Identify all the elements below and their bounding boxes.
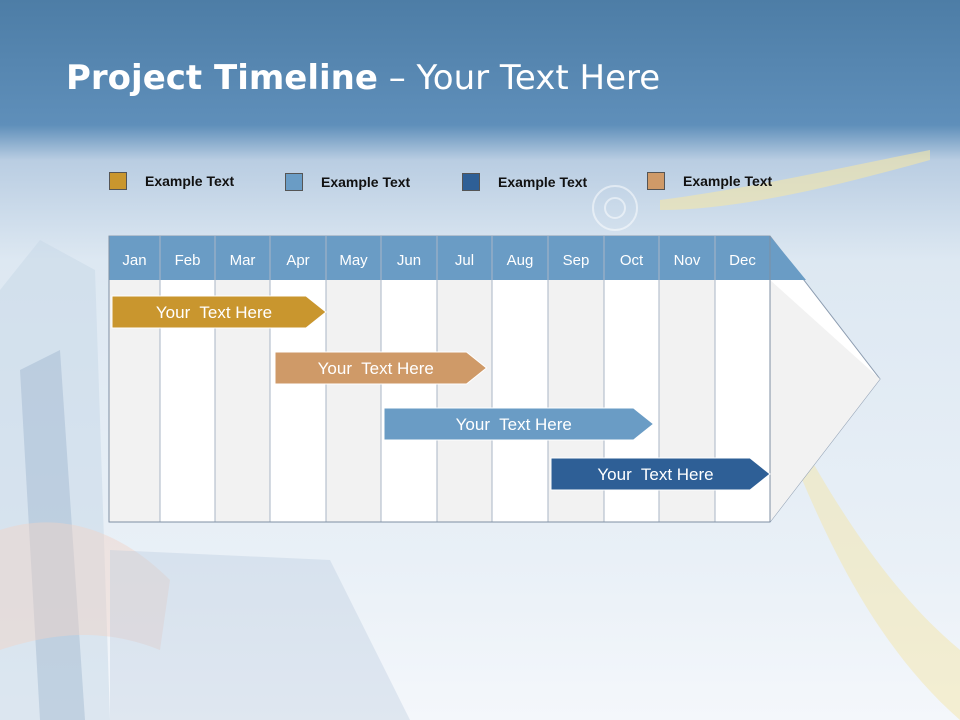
legend-swatch-2 <box>285 173 303 191</box>
task-label-1: Your Text Here <box>156 303 272 322</box>
month-header-band <box>109 236 770 280</box>
task-bar-2 <box>274 351 488 385</box>
month-label-mar: Mar <box>230 252 256 269</box>
month-column-jul <box>437 280 492 522</box>
month-column-jun <box>381 280 437 522</box>
month-label-aug: Aug <box>507 252 534 269</box>
task-bar-4 <box>550 457 771 491</box>
slide-title: Project Timeline – Your Text Here <box>66 58 660 98</box>
legend-label-1: Example Text <box>145 173 235 189</box>
month-label-oct: Oct <box>620 252 644 269</box>
month-label-nov: Nov <box>674 252 701 269</box>
month-header-arrow-cap <box>770 236 806 280</box>
month-label-jan: Jan <box>122 252 146 269</box>
legend-swatch-3 <box>462 173 480 191</box>
legend-label-2: Example Text <box>321 174 411 190</box>
task-bar-1 <box>111 295 327 329</box>
month-label-apr: Apr <box>286 252 309 269</box>
legend-label-3: Example Text <box>498 174 588 190</box>
legend-item-4: Example Text <box>647 170 772 192</box>
legend-swatch-4 <box>647 172 665 190</box>
task-label-4: Your Text Here <box>597 465 713 484</box>
legend-item-2: Example Text <box>285 171 410 193</box>
background-artwork <box>0 150 960 720</box>
legend-swatch-1 <box>109 172 127 190</box>
month-label-sep: Sep <box>563 252 590 269</box>
task-label-3: Your Text Here <box>456 415 572 434</box>
legend-label-4: Example Text <box>683 173 773 189</box>
task-bar-3 <box>383 407 655 441</box>
timeline-arrow-head <box>770 280 880 522</box>
month-label-dec: Dec <box>729 252 756 269</box>
legend-item-3: Example Text <box>462 171 587 193</box>
month-label-feb: Feb <box>175 252 201 269</box>
month-label-may: May <box>339 252 368 269</box>
month-column-may <box>326 280 381 522</box>
title-rest: – Your Text Here <box>377 58 661 98</box>
month-label-jun: Jun <box>397 252 421 269</box>
legend-item-1: Example Text <box>109 170 234 192</box>
month-label-jul: Jul <box>455 252 474 269</box>
task-label-2: Your Text Here <box>318 359 434 378</box>
month-column-aug <box>492 280 548 522</box>
title-bold: Project Timeline <box>66 58 378 98</box>
